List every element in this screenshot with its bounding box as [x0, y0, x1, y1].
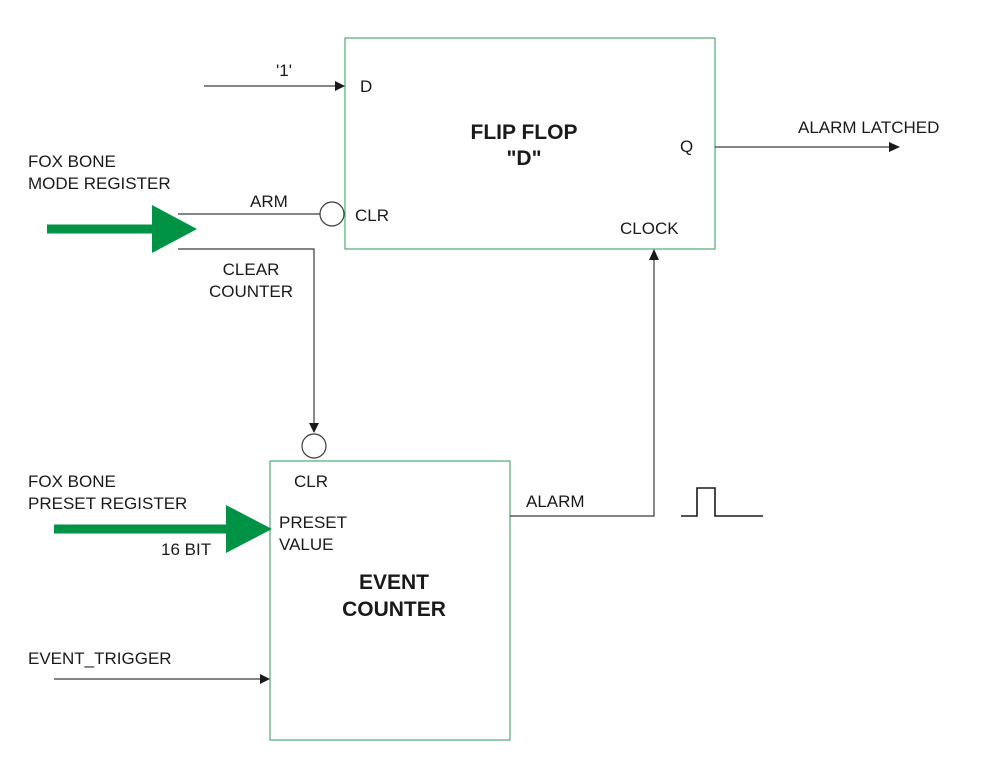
event-counter-pin-clr: CLR	[294, 472, 328, 491]
alarm-latched-label: ALARM LATCHED	[798, 118, 939, 137]
flip-flop-block	[344, 37, 716, 250]
flip-flop-title-line2: "D"	[506, 147, 541, 170]
alarm-label: ALARM	[526, 492, 585, 511]
pulse-waveform-icon	[681, 487, 763, 517]
preset-register-label-line1: FOX BONE	[28, 472, 116, 491]
clear-counter-label-line2: COUNTER	[209, 282, 293, 301]
mode-register-bus-arrowhead	[152, 205, 197, 253]
bus-width-label: 16 BIT	[161, 540, 211, 559]
clear-counter-label-line1: CLEAR	[223, 260, 280, 279]
alarm-wire	[510, 260, 655, 517]
arm-label: ARM	[250, 192, 288, 211]
mode-register-label-line2: MODE REGISTER	[28, 174, 171, 193]
event-counter-clr-bubble	[301, 433, 327, 459]
event-counter-title-line2: COUNTER	[342, 598, 446, 621]
event-counter-title-line1: EVENT	[359, 571, 429, 594]
preset-register-label-line2: PRESET REGISTER	[28, 494, 187, 513]
clear-counter-arrowhead	[309, 423, 319, 433]
d-input-label: '1'	[276, 61, 292, 80]
flip-flop-pin-clr: CLR	[355, 206, 389, 225]
event-counter-pin-preset-line2: VALUE	[279, 535, 334, 554]
clear-counter-wire	[178, 248, 315, 424]
flip-flop-pin-q: Q	[680, 137, 693, 156]
preset-register-bus-arrowhead	[226, 505, 272, 553]
d-input-arrowhead	[335, 81, 345, 91]
q-output-arrowhead	[889, 142, 900, 152]
event-trigger-arrowhead	[260, 674, 270, 684]
event-trigger-label: EVENT_TRIGGER	[28, 649, 172, 668]
flip-flop-pin-d: D	[360, 77, 372, 96]
mode-register-label-line1: FOX BONE	[28, 152, 116, 171]
clock-input-arrowhead	[649, 249, 659, 260]
flip-flop-title-line1: FLIP FLOP	[471, 121, 578, 144]
event-counter-block	[269, 460, 511, 741]
event-counter-pin-preset-line1: PRESET	[279, 513, 347, 532]
flip-flop-pin-clock: CLOCK	[620, 219, 679, 238]
flip-flop-clr-bubble	[319, 201, 345, 227]
